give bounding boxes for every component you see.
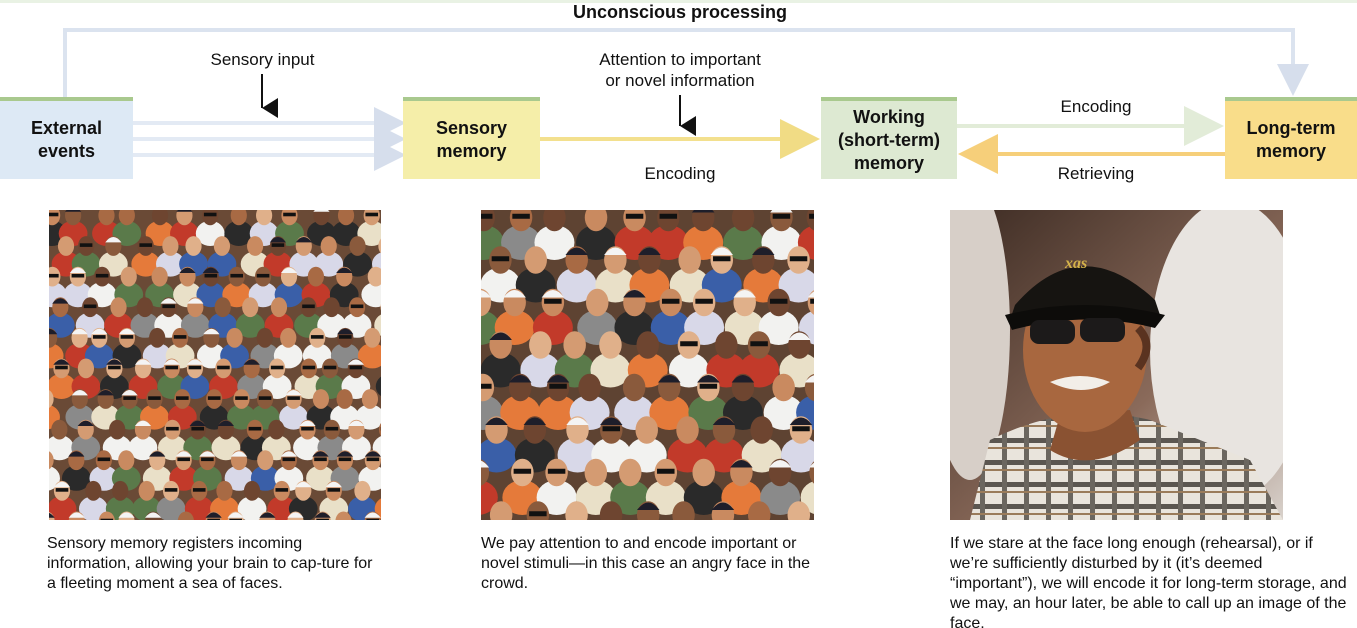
angry-face-photo: xas — [950, 210, 1283, 520]
unconscious-processing-line — [63, 28, 1309, 97]
retrieving-label: Retrieving — [1057, 164, 1135, 183]
encoding-label-2: Encoding — [1060, 97, 1132, 116]
caption-sensory: Sensory memory registers incoming inform… — [47, 535, 373, 592]
diagram-arrows — [63, 28, 1309, 174]
sensory-memory-box: Sensory memory — [403, 97, 540, 179]
sensory-memory-label: Sensory memory — [435, 118, 508, 161]
attention-label: Attention to important or novel informat… — [599, 50, 761, 90]
encoding-label-1: Encoding — [644, 164, 716, 183]
long-term-memory-box: Long-term memory — [1225, 97, 1357, 179]
caption-attention: We pay attention to and encode important… — [481, 535, 811, 592]
external-events-label: External events — [30, 118, 103, 161]
sensory-input-label: Sensory input — [210, 50, 315, 69]
working-memory-box: Working (short-term) memory — [821, 97, 957, 179]
working-memory-label: Working (short-term) memory — [838, 106, 940, 173]
long-term-memory-label: Long-term memory — [1246, 118, 1336, 161]
external-events-box: External events — [0, 97, 133, 179]
diagram-title: Unconscious processing — [572, 2, 788, 22]
top-rule — [0, 0, 1357, 3]
crowd-photo — [49, 210, 381, 520]
caption-long-term: If we stare at the face long enough (reh… — [950, 535, 1347, 628]
svg-text:xas: xas — [1064, 255, 1087, 272]
crowd-photo-focus — [481, 210, 814, 520]
